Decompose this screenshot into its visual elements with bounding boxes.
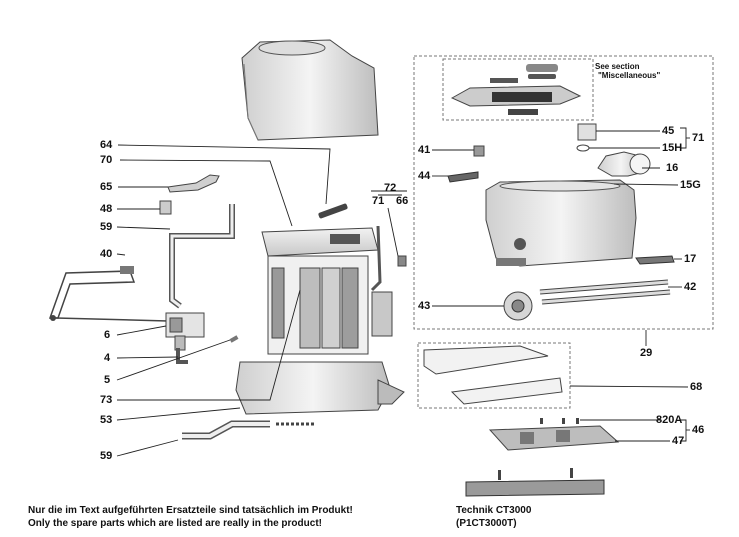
footer-note-german: Nur die im Text aufgeführten Ersatzteile… bbox=[28, 505, 353, 516]
callout-17: 17 bbox=[684, 253, 697, 265]
callout-47: 47 bbox=[672, 435, 685, 447]
model-code: (P1CT3000T) bbox=[456, 518, 517, 529]
misc-subframe bbox=[442, 58, 594, 121]
callout-68: 68 bbox=[690, 381, 703, 393]
part-59-hose-lower bbox=[182, 420, 316, 440]
callout-70: 70 bbox=[100, 154, 113, 166]
part-43-wheel bbox=[503, 291, 533, 321]
callout-820A: 820A bbox=[656, 414, 683, 426]
callout-4: 4 bbox=[104, 352, 111, 364]
group-68-frame bbox=[417, 342, 571, 409]
part-42-rods bbox=[539, 279, 671, 305]
callout-65: 65 bbox=[100, 181, 113, 193]
callout-5: 5 bbox=[104, 374, 111, 386]
callout-72: 72 bbox=[384, 182, 397, 194]
callout-45: 45 bbox=[662, 125, 675, 137]
model-name: Technik CT3000 bbox=[456, 505, 532, 516]
part-53-base bbox=[235, 361, 405, 415]
misc-parts bbox=[450, 64, 582, 115]
callout-46: 46 bbox=[692, 424, 705, 436]
part-68-covers bbox=[423, 345, 563, 405]
part-17 bbox=[635, 255, 675, 265]
footer-note-english: Only the spare parts which are listed ar… bbox=[28, 518, 322, 529]
part-44 bbox=[447, 171, 479, 183]
part-6-valve bbox=[165, 312, 205, 351]
part-48 bbox=[159, 200, 172, 215]
callout-59-lower: 59 bbox=[100, 450, 113, 462]
part-15H bbox=[576, 144, 590, 152]
part-41 bbox=[473, 145, 485, 157]
leader-lines bbox=[116, 127, 690, 457]
callout-44: 44 bbox=[418, 170, 431, 182]
callout-40: 40 bbox=[100, 248, 113, 260]
callout-16: 16 bbox=[666, 162, 679, 174]
part-15G-tank bbox=[485, 179, 637, 267]
part-820A-screws bbox=[540, 418, 579, 424]
callout-42: 42 bbox=[684, 281, 697, 293]
callout-15G: 15G bbox=[680, 179, 701, 191]
callout-71-right: 71 bbox=[692, 132, 705, 144]
callout-48: 48 bbox=[100, 203, 113, 215]
callout-64: 64 bbox=[100, 139, 113, 151]
bottom-rail-part bbox=[465, 468, 605, 497]
top-cover-part bbox=[241, 39, 379, 141]
callout-66: 66 bbox=[396, 195, 409, 207]
part-64 bbox=[318, 203, 348, 219]
callout-59-upper: 59 bbox=[100, 221, 113, 233]
part-59-hose-upper bbox=[169, 204, 235, 309]
part-16-elbow bbox=[597, 151, 651, 177]
callout-15H: 15H bbox=[662, 142, 683, 154]
part-5 bbox=[229, 335, 239, 343]
main-assembly bbox=[261, 225, 407, 355]
callout-29: 29 bbox=[640, 347, 653, 359]
part-4 bbox=[176, 348, 188, 364]
callout-71-upper: 71 bbox=[372, 195, 385, 207]
callout-41: 41 bbox=[418, 144, 431, 156]
group-29-frame bbox=[413, 55, 714, 330]
part-45 bbox=[577, 123, 597, 141]
part-47-rail bbox=[488, 425, 620, 451]
see-section-line1: See section bbox=[595, 62, 640, 71]
part-65 bbox=[167, 174, 220, 193]
callout-6: 6 bbox=[104, 329, 111, 341]
callout-43: 43 bbox=[418, 300, 431, 312]
callout-73: 73 bbox=[100, 394, 113, 406]
see-section-line2: "Miscellaneous" bbox=[598, 71, 661, 80]
part-40-bracket bbox=[48, 266, 169, 322]
callout-53: 53 bbox=[100, 414, 113, 426]
